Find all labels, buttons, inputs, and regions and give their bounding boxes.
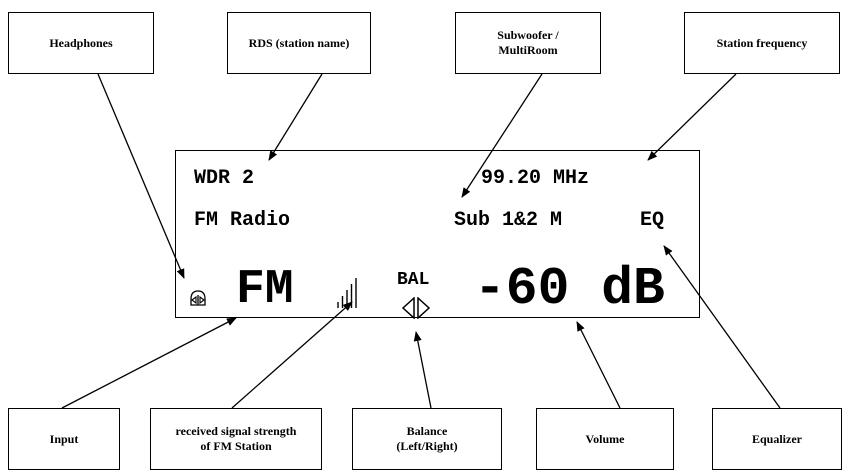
callout-input: Input [8,408,120,470]
callout-signal-strength-label: received signal strength of FM Station [175,424,297,453]
arrow-volume [576,321,621,409]
lcd-display: WDR 2 99.20 MHz FM Radio Sub 1&2 M EQ FM… [175,150,700,319]
callout-subwoofer: Subwoofer / MultiRoom [455,12,601,74]
display-source-name: FM Radio [194,209,291,232]
display-frequency: 99.20 MHz [481,167,590,190]
callout-balance: Balance (Left/Right) [352,408,502,470]
arrow-station-frequency [647,73,737,161]
arrow-headphones [97,73,185,279]
callout-subwoofer-label: Subwoofer / MultiRoom [497,28,559,57]
callout-volume-label: Volume [585,431,625,446]
display-sub-status: Sub 1&2 M [454,209,563,232]
callout-station-frequency: Station frequency [684,12,840,74]
headphones-icon [190,290,206,306]
callout-balance-label: Balance (Left/Right) [396,424,458,453]
callout-equalizer-label: Equalizer [752,431,802,446]
display-input: FM [236,263,294,317]
callout-rds: RDS (station name) [227,12,371,74]
display-volume: -60 dB [474,259,665,319]
callout-headphones-label: Headphones [49,35,113,50]
callout-equalizer: Equalizer [712,408,842,470]
callout-input-label: Input [49,431,79,446]
callout-station-frequency-label: Station frequency [716,35,808,50]
callout-rds-label: RDS (station name) [248,35,350,50]
arrow-input [61,317,237,409]
display-eq: EQ [640,209,665,232]
callout-headphones: Headphones [8,12,154,74]
balance-arrows-icon [401,297,431,319]
callout-volume: Volume [536,408,674,470]
callout-signal-strength: received signal strength of FM Station [150,408,322,470]
arrow-signal-strength [231,301,353,409]
display-balance-label: BAL [397,270,430,290]
arrow-equalizer [663,245,781,409]
display-station-name: WDR 2 [194,167,255,190]
arrow-balance [413,331,432,409]
arrow-rds [268,73,323,161]
arrow-subwoofer [461,73,543,198]
